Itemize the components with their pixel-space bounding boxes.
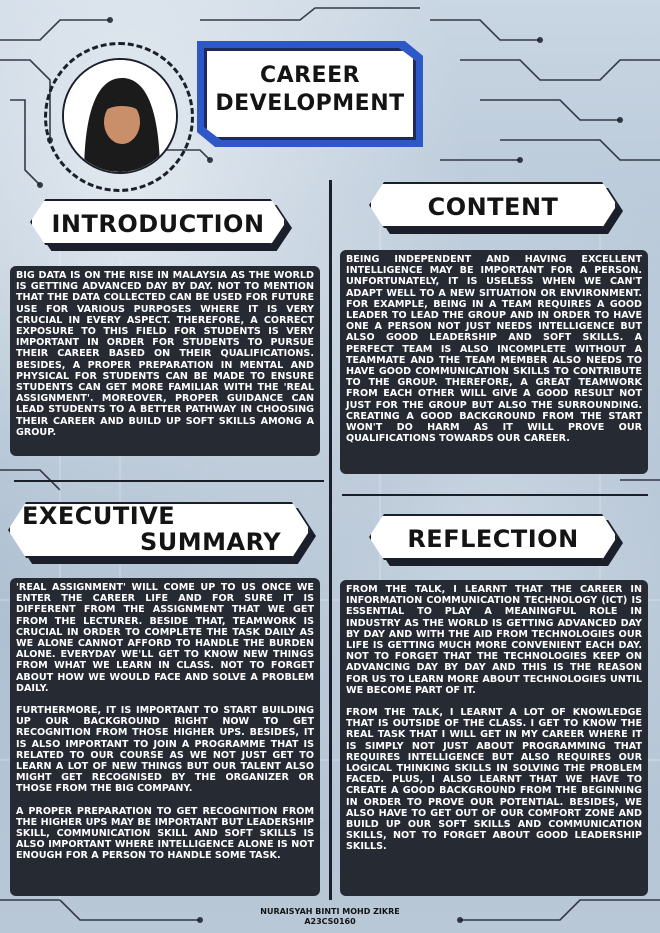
introduction-text: Big data is on the rise in Malaysia as t… [16,270,314,438]
reflection-para-1: From the talk, I learnt that the career … [346,584,642,696]
introduction-body: Big data is on the rise in Malaysia as t… [10,266,320,456]
column-divider [329,180,332,900]
right-section-divider [342,494,648,496]
content-body: Being independent and having excellent i… [340,250,648,474]
reflection-body: From the talk, I learnt that the career … [340,580,648,896]
executive-summary-para-3: A proper preparation to get recognition … [16,805,314,862]
avatar-ring [44,42,194,192]
reflection-heading: REFLECTION [407,525,579,553]
content-heading: CONTENT [427,193,559,221]
introduction-heading: INTRODUCTION [51,210,265,238]
reflection-para-2: From the talk, I learnt a lot of knowled… [346,707,642,853]
avatar [62,58,178,174]
introduction-banner [30,199,286,245]
left-section-divider [14,480,324,482]
executive-summary-banner [8,502,310,558]
author-footer: NURAISYAH BINTI MOHD ZIKRE A23CS0160 [250,907,410,927]
title-line-1: CAREER [259,63,361,88]
title-box [204,48,416,140]
page-title: CAREER DEVELOPMENT [204,62,416,118]
executive-summary-para-1: 'Real assignment' will come up to us onc… [16,582,314,694]
title-line-2: DEVELOPMENT [215,91,405,116]
content-text: Being independent and having excellent i… [346,254,642,445]
content-banner [369,182,617,228]
reflection-banner [369,514,617,560]
author-name: NURAISYAH BINTI MOHD ZIKRE [260,907,400,916]
executive-summary-para-2: Furthermore, it is important to start bu… [16,705,314,795]
executive-summary-heading-line1: EXECUTIVE [22,502,176,530]
executive-summary-heading-line2: SUMMARY [140,528,282,556]
avatar-illustration [64,60,176,172]
executive-summary-body: 'Real assignment' will come up to us onc… [10,578,320,896]
author-id: A23CS0160 [304,917,356,926]
